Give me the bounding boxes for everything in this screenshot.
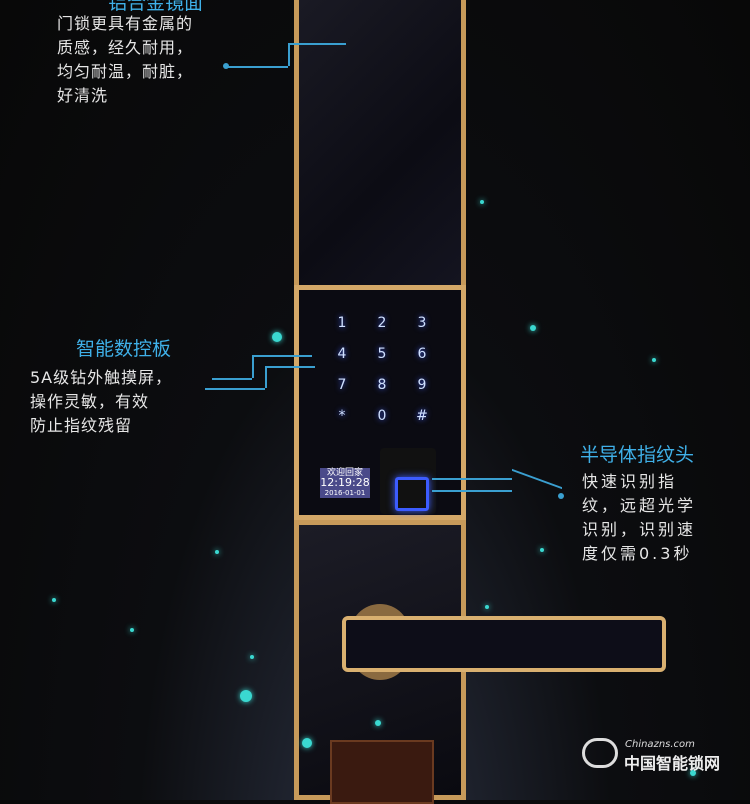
display-date: 2016-01-01 [324, 489, 366, 497]
display-greeting: 欢迎回家 [326, 468, 363, 478]
glow-particle [480, 200, 484, 204]
connector-line [288, 43, 346, 45]
keypad-key[interactable]: 9 [417, 377, 427, 393]
display-time: 12:19:28 [320, 476, 370, 489]
keypad-key[interactable]: 2 [377, 315, 387, 331]
connector-line [252, 355, 312, 357]
watermark-name: 中国智能锁网 [624, 754, 721, 773]
connector-line [512, 468, 562, 508]
watermark-logo-icon [582, 738, 618, 768]
fingerprint-icon [395, 477, 429, 511]
feature-title-2: 智能数控板 [76, 338, 172, 360]
connector-line [212, 378, 252, 380]
connector-line [288, 43, 290, 66]
connector-line [265, 366, 267, 388]
glow-particle [240, 690, 252, 702]
watermark-url: Chinazns.com [625, 739, 695, 750]
glow-particle [52, 598, 56, 602]
feature-desc-3: 快速识别指 纹，远超光学 识别，识别速 度仅需0.3秒 [582, 472, 697, 563]
glow-particle [272, 332, 282, 342]
glow-particle [652, 358, 656, 362]
feature-desc-1: 门锁更具有金属的 质感，经久耐用， 均匀耐温，耐脏， 好清洗 [57, 14, 194, 105]
lock-upper-body [294, 0, 466, 285]
feature-title-1: 铝合金镜面 [108, 0, 204, 14]
glow-particle [485, 605, 489, 609]
keypad-key[interactable]: 5 [377, 346, 387, 362]
glow-particle [215, 550, 219, 554]
keypad-key[interactable]: # [416, 408, 428, 424]
keypad-key[interactable]: 8 [377, 377, 387, 393]
glow-particle [130, 628, 134, 632]
key-cover [330, 740, 434, 804]
keypad-key[interactable]: 6 [417, 346, 427, 362]
keypad-key[interactable]: 4 [337, 346, 347, 362]
connector-dot [223, 63, 229, 69]
keypad-key[interactable]: 1 [337, 315, 347, 331]
connector-line [265, 366, 315, 368]
keypad-key[interactable]: 7 [337, 377, 347, 393]
keypad-key[interactable]: 0 [377, 408, 387, 424]
feature-desc-2: 5A级钻外触摸屏， 操作灵敏，有效 防止指纹残留 [30, 368, 173, 435]
keypad-key[interactable]: 3 [417, 315, 427, 331]
keypad-key[interactable]: * [338, 408, 346, 424]
door-handle [342, 616, 666, 672]
glow-particle [530, 325, 536, 331]
glow-particle [302, 738, 312, 748]
connector-line [432, 490, 512, 492]
connector-line [252, 355, 254, 378]
connector-line [432, 478, 512, 480]
connector-line [228, 66, 288, 68]
glow-particle [375, 720, 381, 726]
glow-particle [540, 548, 544, 552]
lock-display: 欢迎回家 12:19:28 2016-01-01 [320, 468, 370, 498]
glow-particle [690, 770, 696, 776]
feature-title-3: 半导体指纹头 [580, 444, 695, 466]
connector-line [205, 388, 265, 390]
connector-dot [558, 493, 564, 499]
glow-particle [250, 655, 254, 659]
